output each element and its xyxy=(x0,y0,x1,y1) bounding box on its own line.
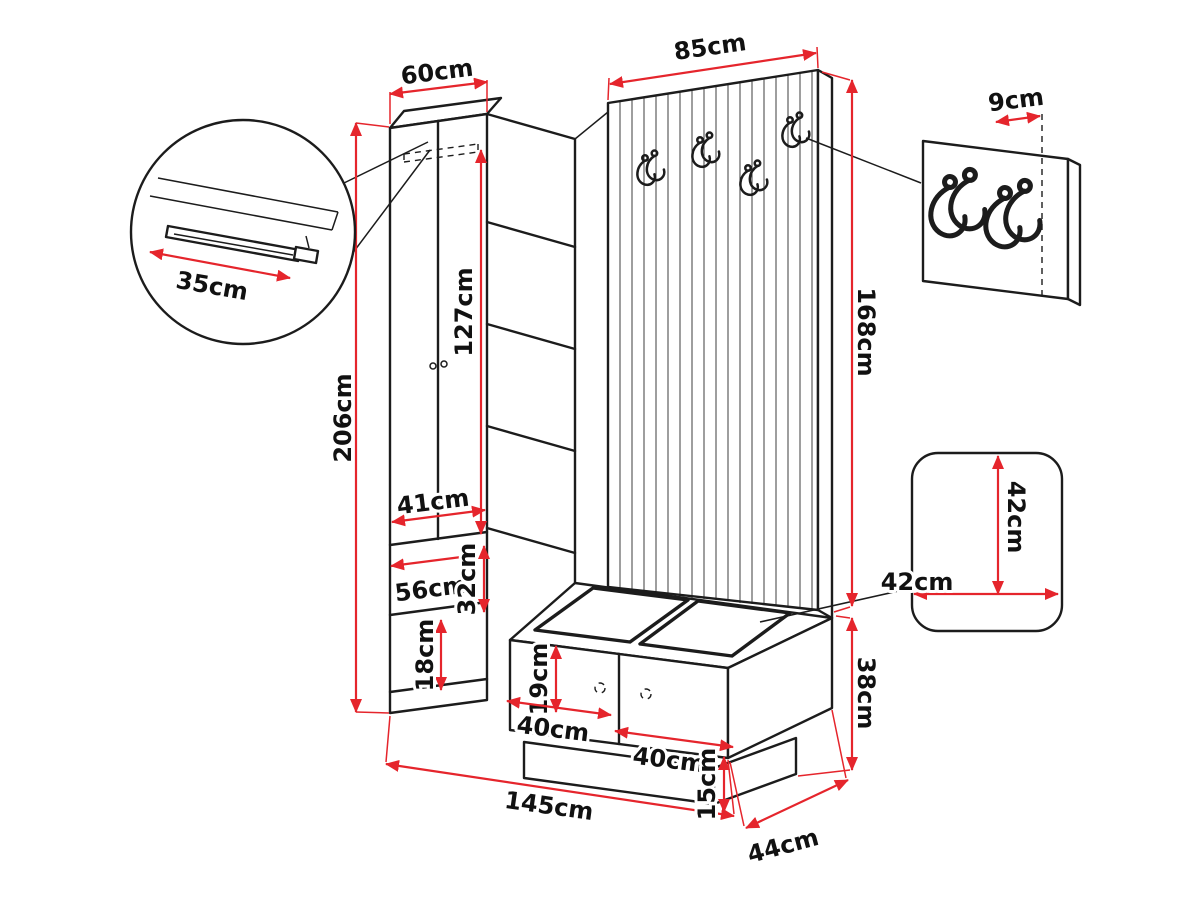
dim-label-seat-depth: 42cm xyxy=(1002,481,1030,554)
dim-label-panel-width: 85cm xyxy=(672,28,748,66)
dim-label-bench-base-height: 15cm xyxy=(693,748,721,821)
column-back-connector xyxy=(574,111,609,140)
shelf-column xyxy=(485,111,609,585)
dimension-bench-height: 38cm xyxy=(797,615,883,777)
seat-cushion-left xyxy=(533,586,690,644)
panel-slats xyxy=(619,71,813,609)
dim-label-bench-height: 38cm xyxy=(852,657,880,730)
dim-label-wardrobe-height: 206cm xyxy=(329,373,357,462)
pullout-rail-mount xyxy=(305,235,310,249)
pullout-rail-bracket xyxy=(292,245,320,265)
hook-panel-edge xyxy=(1066,157,1082,307)
dimension-wardrobe-height: 206cm xyxy=(326,122,390,714)
hanger-rail-hidden xyxy=(403,143,479,163)
dimension-interior-height: 127cm xyxy=(447,149,487,535)
dim-label-base-height: 18cm xyxy=(411,619,439,692)
shelf-column-outline xyxy=(485,112,577,585)
dim-label-seat-width: 42cm xyxy=(881,568,954,596)
leader-seat-detail xyxy=(759,587,913,623)
dimension-panel-height: 168cm xyxy=(821,71,883,613)
detail-rail-circle: 35cm xyxy=(129,118,357,346)
detail-seat-cushion: 42cm 42cm xyxy=(878,451,1064,633)
coat-panel-section xyxy=(606,68,834,620)
leader-hook-detail xyxy=(805,137,922,184)
door-handle-right xyxy=(440,360,448,368)
dimension-base-height: 18cm xyxy=(408,616,447,694)
seat-cushion-right xyxy=(638,599,792,658)
door-handle-left xyxy=(429,362,437,370)
dim-label-bench-depth: 44cm xyxy=(744,823,821,869)
dim-label-hook-depth: 9cm xyxy=(987,83,1046,118)
detail-hook-panel: 9cm xyxy=(921,80,1082,307)
dim-label-interior-height: 127cm xyxy=(450,267,478,356)
dim-label-panel-height: 168cm xyxy=(852,287,880,376)
shelf-lines xyxy=(485,220,577,555)
seat-detail-frame xyxy=(910,451,1064,633)
bench-handle-hidden-right xyxy=(640,688,652,700)
dimension-bench-base-height: 15cm xyxy=(690,745,730,823)
wardrobe-section xyxy=(388,96,503,715)
dim-label-drawer-height: 32cm xyxy=(453,543,481,616)
panel-side-edge xyxy=(816,68,834,620)
dim-label-total-width: 145cm xyxy=(503,786,595,826)
panel-face xyxy=(606,68,820,612)
dimension-drawer-height: 32cm xyxy=(450,540,490,618)
detail-circle-frame xyxy=(129,118,357,346)
cabinet-edge-context xyxy=(149,177,339,231)
hook-panel-face xyxy=(921,139,1070,301)
bench-handle-hidden-left xyxy=(594,682,606,694)
